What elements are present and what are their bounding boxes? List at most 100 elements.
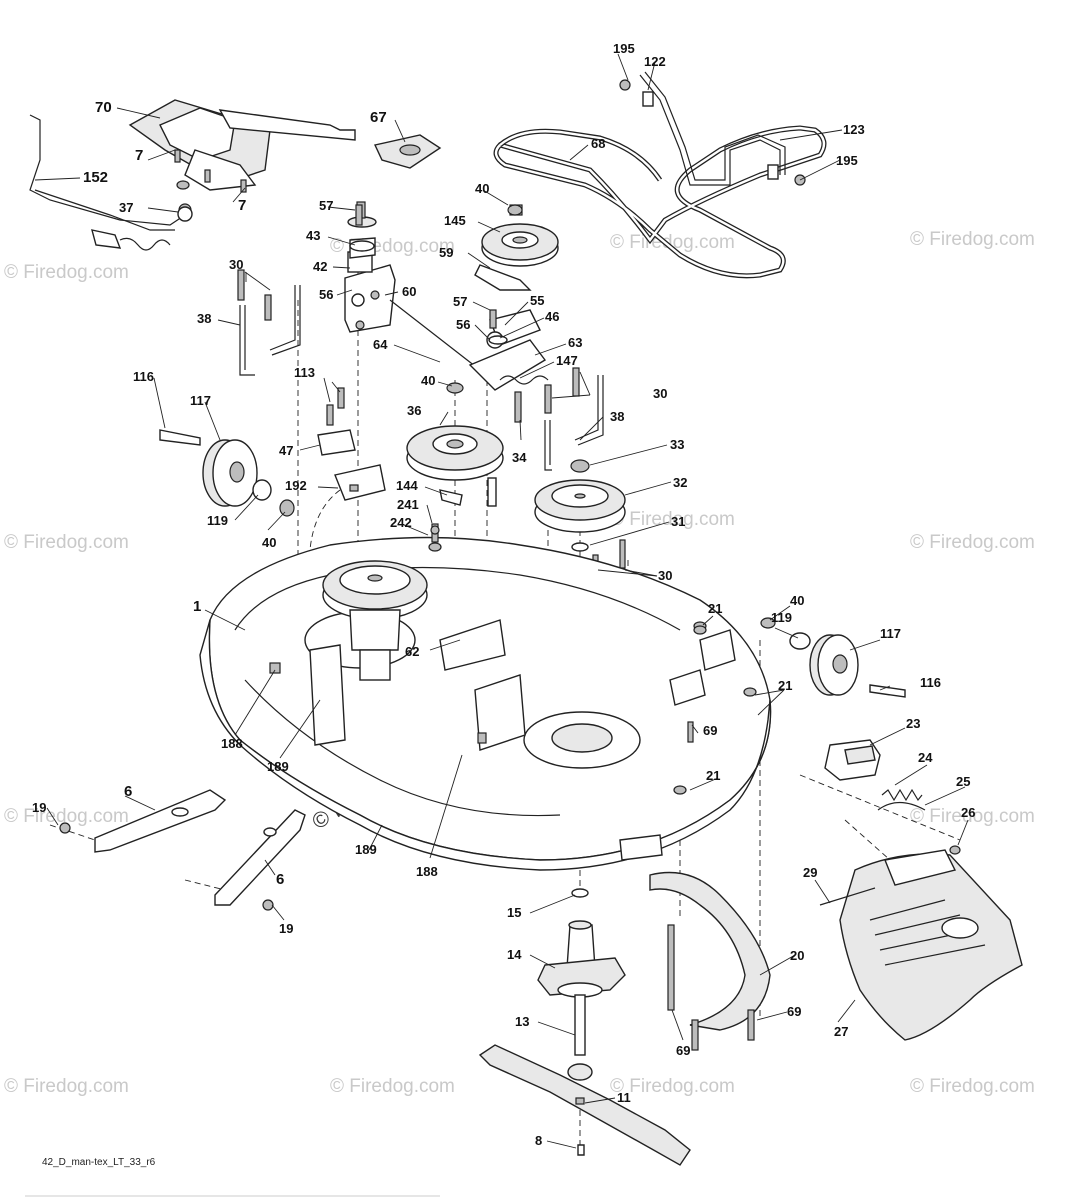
callout-188: 188 [416, 864, 438, 879]
watermark: © Firedog.com [610, 509, 735, 530]
callout-19: 19 [279, 921, 293, 936]
small-hardware [176, 179, 961, 1051]
deck-support-left [237, 269, 301, 376]
callout-119: 119 [771, 610, 792, 625]
callout-40: 40 [262, 535, 276, 550]
callout-56: 56 [319, 287, 333, 302]
drive-belt [493, 125, 827, 279]
callout-36: 36 [407, 403, 421, 418]
deck-support-right [514, 367, 604, 471]
callout-116: 116 [920, 675, 941, 690]
callout-69: 69 [787, 1004, 801, 1019]
watermark: © Firedog.com [910, 806, 1035, 827]
callout-43: 43 [306, 228, 320, 243]
callout-145: 145 [444, 213, 466, 228]
spindle-assembly [537, 888, 626, 1081]
watermark: © Firedog.com [610, 1076, 735, 1097]
grass-deflector [819, 849, 1023, 1041]
callout-14: 14 [507, 947, 522, 962]
gauge-wheel-right [760, 617, 906, 698]
callout-33: 33 [670, 437, 684, 452]
callout-64: 64 [373, 337, 388, 352]
callout-7: 7 [135, 147, 143, 164]
idler-pulley-upper [474, 204, 559, 291]
baffle [649, 871, 771, 1031]
callout-144: 144 [396, 478, 418, 493]
callout-30: 30 [229, 257, 243, 272]
callout-37: 37 [119, 200, 133, 215]
callout-119: 119 [207, 513, 228, 528]
callout-57: 57 [319, 198, 333, 213]
callout-63: 63 [568, 335, 582, 350]
callout-57: 57 [453, 294, 467, 309]
callout-241: 241 [397, 497, 419, 512]
callout-117: 117 [190, 393, 211, 408]
callout-13: 13 [515, 1014, 529, 1029]
callout-23: 23 [906, 716, 920, 731]
callout-30: 30 [653, 386, 667, 401]
callout-116: 116 [133, 369, 154, 384]
callout-147: 147 [556, 353, 578, 368]
callout-42: 42 [313, 259, 327, 274]
watermark: © Firedog.com [4, 262, 129, 283]
callout-20: 20 [790, 948, 804, 963]
callout-38: 38 [610, 409, 624, 424]
deflector-bracket [824, 739, 926, 811]
callout-15: 15 [507, 905, 521, 920]
callout-34: 34 [512, 450, 527, 465]
callout-25: 25 [956, 774, 970, 789]
callout-56: 56 [456, 317, 470, 332]
callout-7: 7 [238, 197, 246, 214]
belt-guide-rod [619, 71, 806, 186]
callout-32: 32 [673, 475, 687, 490]
callout-189: 189 [267, 759, 289, 774]
lift-handle [373, 134, 442, 169]
callout-46: 46 [545, 309, 559, 324]
callout-6: 6 [124, 783, 132, 800]
callout-195: 195 [613, 41, 635, 56]
callout-152: 152 [83, 169, 108, 186]
callout-68: 68 [591, 136, 605, 151]
callout-1: 1 [193, 598, 201, 615]
lift-arm-assembly [29, 99, 356, 251]
callout-113: 113 [294, 365, 315, 380]
callout-19: 19 [32, 800, 46, 815]
callout-69: 69 [703, 723, 717, 738]
left-deck-pulley [322, 560, 428, 681]
callout-189: 189 [355, 842, 377, 857]
callout-192: 192 [285, 478, 307, 493]
callouts: 195 122 70 67 68 123 195 7 152 7 37 57 4… [32, 41, 975, 1148]
callout-62: 62 [405, 644, 419, 659]
callout-69: 69 [676, 1043, 690, 1058]
callout-38: 38 [197, 311, 211, 326]
callout-24: 24 [918, 750, 933, 765]
callout-26: 26 [961, 805, 975, 820]
callout-30: 30 [658, 568, 672, 583]
callout-55: 55 [530, 293, 544, 308]
center-pulley [406, 382, 504, 507]
watermark: © Firedog.com [4, 532, 129, 553]
watermark: © Firedog.com [4, 806, 129, 827]
callout-195: 195 [836, 153, 858, 168]
watermark: © Firedog.com [910, 532, 1035, 553]
deck-bracket-192 [317, 387, 386, 501]
blade [478, 1044, 691, 1166]
callout-123: 123 [843, 122, 865, 137]
callout-188: 188 [221, 736, 243, 751]
callout-59: 59 [439, 245, 453, 260]
callout-47: 47 [279, 443, 293, 458]
callout-6: 6 [276, 871, 284, 888]
callout-40: 40 [421, 373, 435, 388]
callout-40: 40 [790, 593, 804, 608]
callout-29: 29 [803, 865, 817, 880]
watermark: © Firedog.com [4, 1076, 129, 1097]
callout-21: 21 [778, 678, 792, 693]
callout-27: 27 [834, 1024, 848, 1039]
deck-hanger-front-right [214, 809, 306, 911]
callout-122: 122 [644, 54, 666, 69]
watermark: © Firedog.com [330, 1076, 455, 1097]
callout-67: 67 [370, 109, 387, 126]
callout-31: 31 [671, 514, 685, 529]
callout-70: 70 [95, 99, 112, 116]
